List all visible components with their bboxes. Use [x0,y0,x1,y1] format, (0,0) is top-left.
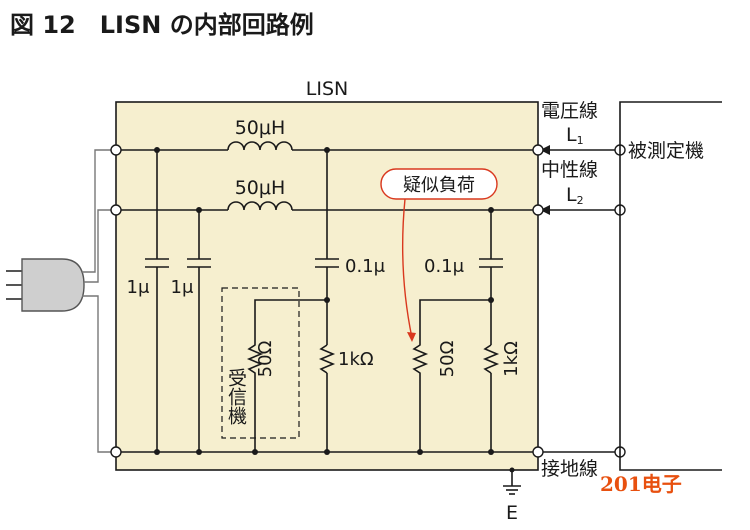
lisn-label: LISN [306,78,348,100]
inductor-l2 [227,201,293,211]
ground-line-label: 接地線 [541,458,598,480]
resistor-50-right-label: 50Ω [437,340,458,377]
inductor-l1 [227,141,293,151]
capacitor-c2 [187,210,211,452]
resistor-50-right [411,299,491,452]
inductor-l1-label: 50μH [235,117,286,139]
resistor-1k-left [318,344,336,452]
earth-ground-symbol [503,470,521,495]
l2-label: L2 [566,184,584,207]
terminals [110,144,626,458]
resistor-50-receiver [246,299,327,452]
resistor-1k-right-label: 1kΩ [501,341,522,377]
receiver-label: 受信機 [225,368,247,425]
capacitor-c2-label: 1μ [171,277,194,298]
earth-junction [509,467,515,473]
watermark: 201电子 [600,472,682,496]
pseudo-load-callout [380,168,498,200]
inductor-l2-label: 50μH [235,177,286,199]
dut-frame [619,101,722,471]
capacitor-c3 [315,150,339,345]
arrow-l1 [540,145,550,155]
voltage-line-label: 電圧線 [541,100,598,122]
resistor-50-receiver-label: 50Ω [255,340,276,377]
capacitor-c1 [145,150,169,452]
cord-l1 [82,149,116,273]
resistor-1k-right [482,344,500,452]
cord-l2 [84,209,116,283]
resistor-1k-left-label: 1kΩ [338,349,374,370]
capacitor-c4 [479,210,503,345]
capacitor-c4-label: 0.1μ [424,256,465,277]
capacitor-c1-label: 1μ [127,277,150,298]
earth-label: E [506,502,518,524]
dut-label: 被測定機 [628,140,704,162]
arrow-l2 [540,205,550,215]
cord-ground [82,295,116,453]
neutral-line-label: 中性線 [541,159,598,181]
power-plug [6,258,85,312]
junction-dots [154,147,494,455]
pseudo-load-label: 疑似負荷 [403,175,475,196]
figure-title: 図 12 LISN の内部回路例 [10,11,314,39]
l1-label: L1 [566,124,584,147]
pseudo-load-pointer [401,198,413,339]
receiver-box [221,287,300,439]
pseudo-load-arrowhead [407,332,416,342]
capacitor-c3-label: 0.1μ [345,256,386,277]
